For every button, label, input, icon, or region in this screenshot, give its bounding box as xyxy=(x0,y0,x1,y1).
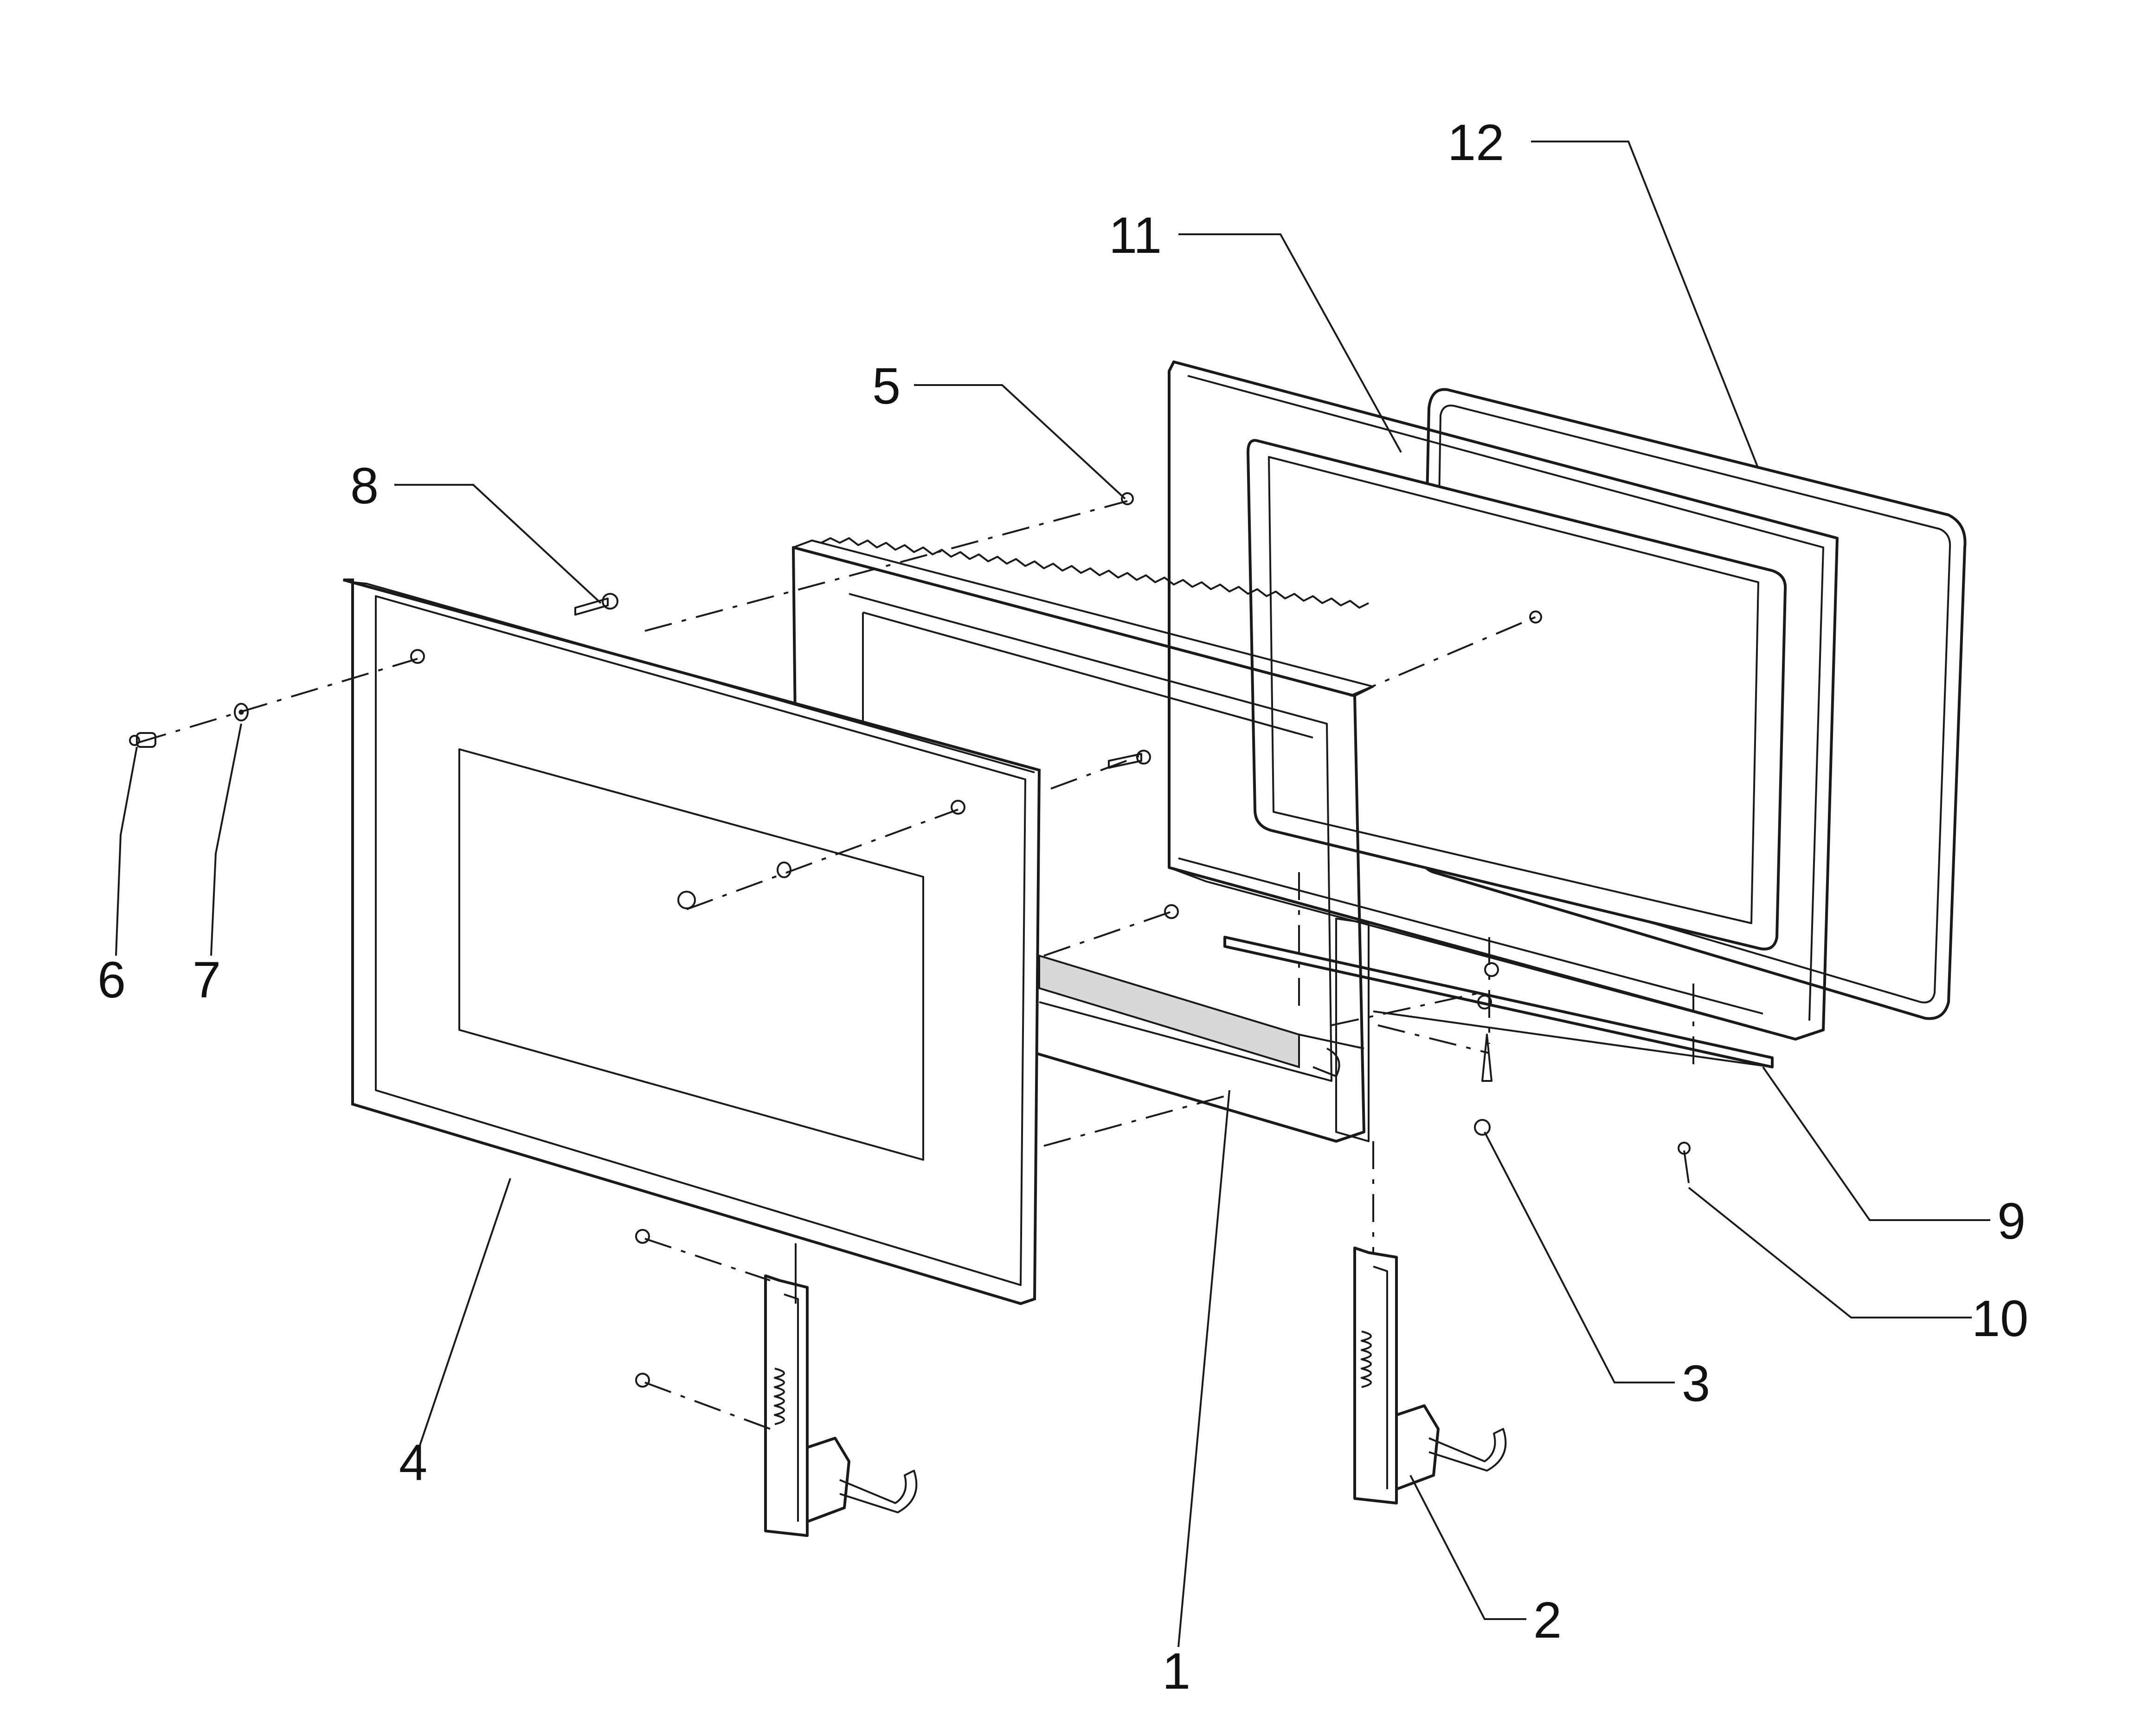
hinge-left xyxy=(764,1274,918,1537)
leader-lines xyxy=(115,141,1990,1647)
screw-8-icon xyxy=(574,593,618,616)
callout-8: 8 xyxy=(350,457,379,514)
screw-10-icon xyxy=(1678,1142,1691,1183)
callout-7: 7 xyxy=(193,952,221,1009)
screw-5-icon xyxy=(1121,492,1134,505)
callout-9: 9 xyxy=(1997,1193,2026,1250)
callout-6: 6 xyxy=(97,952,126,1009)
callout-4: 4 xyxy=(399,1434,427,1491)
part-1-door-frame xyxy=(792,537,1374,1143)
screw-6-icon xyxy=(129,732,156,748)
screw-front-icon xyxy=(677,862,791,909)
callout-11: 11 xyxy=(1109,207,1162,264)
washer-7-icon xyxy=(234,703,249,721)
assembly-lines xyxy=(139,500,1694,1430)
callout-1: 1 xyxy=(1162,1643,1190,1700)
callout-labels: 1 2 3 4 5 6 7 8 9 10 11 12 xyxy=(97,114,2028,1700)
callout-10: 10 xyxy=(1972,1290,2028,1347)
screw-mid-left-icon xyxy=(1108,750,1151,769)
screw-right-top-icon xyxy=(1529,611,1542,624)
part-12-inner-glass xyxy=(1418,388,1967,1020)
screw-hinge-left-icon xyxy=(635,1229,650,1388)
hinge-right xyxy=(1353,1247,1507,1505)
part-11-inner-frame xyxy=(1168,360,1839,1041)
callout-5: 5 xyxy=(872,358,901,415)
callout-2: 2 xyxy=(1533,1592,1562,1649)
screw-bottom-icon xyxy=(1164,904,1179,919)
screw-3-icon xyxy=(1474,962,1499,1136)
part-4-outer-glass xyxy=(343,579,1041,1305)
fasteners xyxy=(129,492,1691,1388)
callout-12: 12 xyxy=(1447,114,1504,171)
callout-3: 3 xyxy=(1682,1355,1710,1412)
part-9-bottom-strip xyxy=(1223,936,1774,1068)
